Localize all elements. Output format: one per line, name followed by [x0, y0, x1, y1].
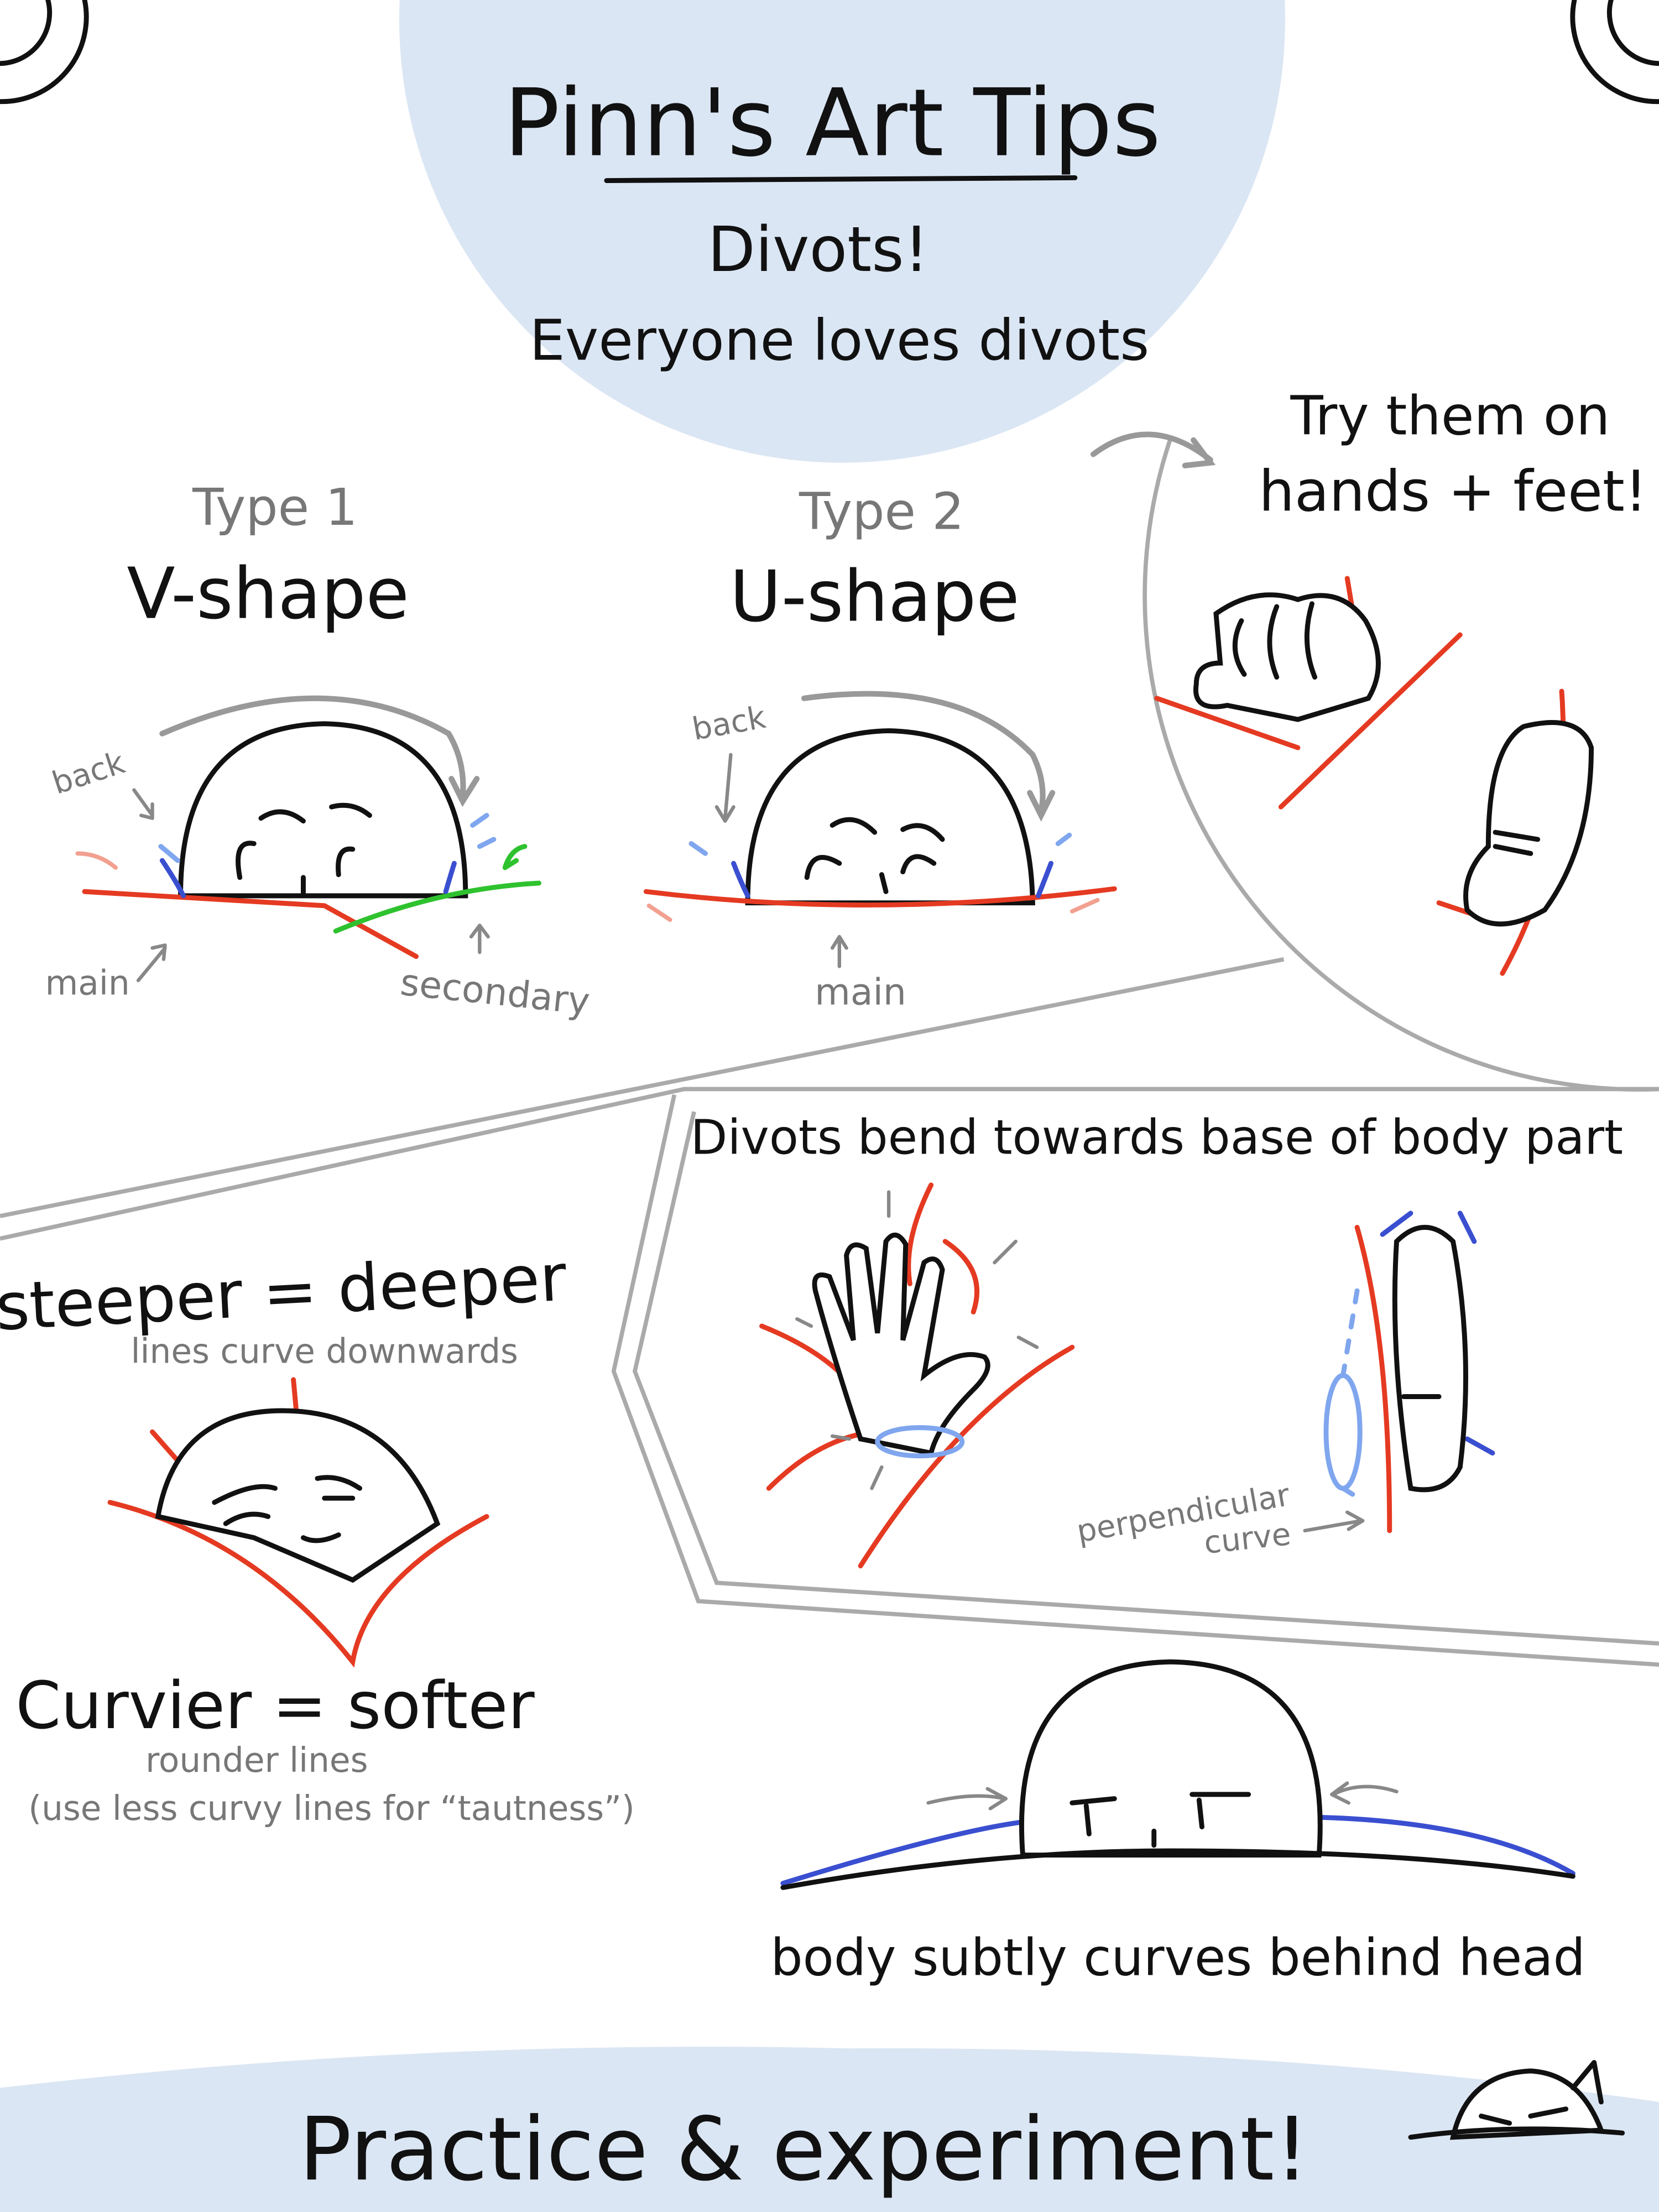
- body-caption: body subtly curves behind head: [770, 1928, 1585, 1987]
- foot-drawing: [1436, 688, 1594, 976]
- hands-feet-line2: hands + feet!: [1259, 458, 1647, 524]
- footer-text: Practice & experiment!: [299, 2099, 1309, 2200]
- signature-doodle-icon: [1408, 2060, 1625, 2140]
- page-title: Pinn's Art Tips: [504, 69, 1161, 178]
- type2-head-drawing: [643, 691, 1117, 968]
- bend-title: Divots bend towards base of body part: [691, 1110, 1623, 1166]
- type1-label: Type 1: [192, 478, 358, 537]
- footer-band: [0, 2047, 1659, 2212]
- title-underline: [604, 175, 1078, 183]
- curvier-title: Curvier = softer: [15, 1668, 535, 1744]
- curved-arrow-icon: [1090, 431, 1216, 468]
- type2-main-label: main: [815, 970, 906, 1013]
- body-curve-head-drawing: [780, 1659, 1575, 1890]
- type2-back-label: back: [690, 700, 769, 748]
- type1-back-label: back: [48, 745, 129, 802]
- hands-feet-line1: Try them on: [1290, 385, 1610, 447]
- corner-decoration-left: [0, 0, 89, 105]
- type1-main-label: main: [45, 963, 130, 1003]
- steeper-head-drawing: [107, 1377, 489, 1668]
- curvier-note2: (use less curvy lines for “tautness”): [28, 1789, 635, 1828]
- header-blob: [399, 0, 1285, 463]
- type1-secondary-label: secondary: [398, 961, 592, 1023]
- foot-side-drawing: [1303, 1211, 1495, 1533]
- curvier-note1: rounder lines: [145, 1741, 368, 1780]
- steeper-note: lines curve downwards: [131, 1332, 518, 1371]
- tagline: Everyone loves divots: [529, 308, 1149, 374]
- diagonal-divider: [0, 957, 1659, 1241]
- type2-name: U-shape: [729, 556, 1019, 638]
- type1-head-drawing: [75, 695, 541, 983]
- hands-feet-panel-border: [1142, 436, 1659, 1092]
- fist-drawing: [1154, 576, 1463, 810]
- subtitle: Divots!: [708, 214, 929, 286]
- hand-drawing: [759, 1182, 1075, 1569]
- corner-decoration-right: [1570, 0, 1659, 105]
- steeper-title: steeper = deeper: [0, 1240, 568, 1345]
- type1-name: V-shape: [127, 553, 409, 635]
- type2-label: Type 2: [799, 482, 964, 541]
- bend-panel-border: [611, 1094, 1659, 1667]
